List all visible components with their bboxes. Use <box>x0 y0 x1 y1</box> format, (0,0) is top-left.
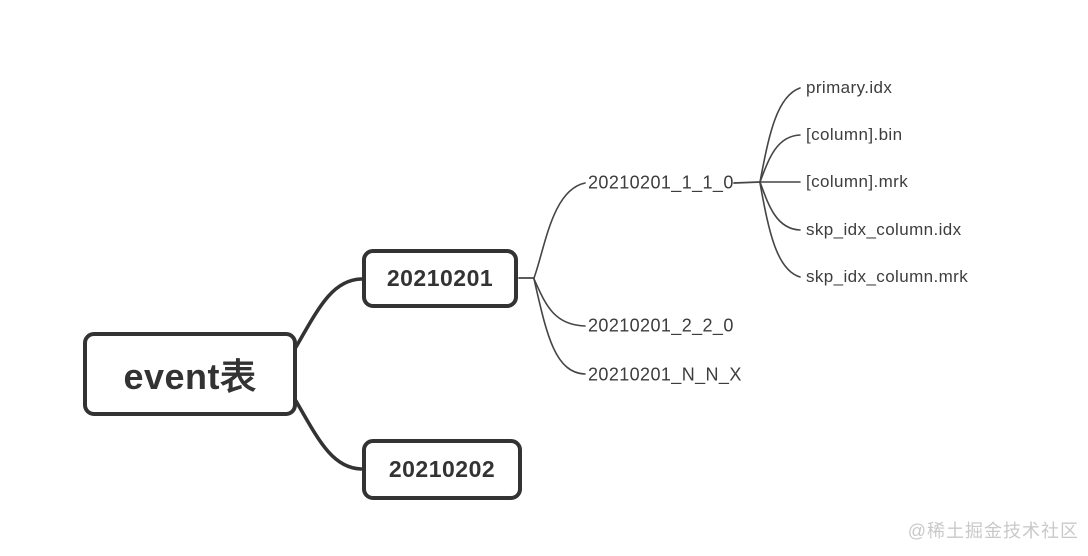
node-file-column-bin[interactable]: [column].bin <box>806 125 903 144</box>
edge-part-to-skp-idx <box>759 181 801 231</box>
node-partition-20210202-label: 20210202 <box>388 456 496 482</box>
node-file-skp-idx-column-mrk[interactable]: skp_idx_column.mrk <box>806 267 969 286</box>
node-part-20210201-1-1-0[interactable]: 20210201_1_1_0 <box>588 172 734 193</box>
node-event-table-label: event表 <box>123 356 257 397</box>
edge-20210201-to-part-n-n-x <box>533 278 586 375</box>
node-file-column-mrk[interactable]: [column].mrk <box>806 172 909 191</box>
edge-part-stub <box>733 181 761 184</box>
edge-root-to-20210201 <box>294 277 363 349</box>
node-file-primary-idx[interactable]: primary.idx <box>806 78 893 97</box>
node-part-20210201-n-n-x[interactable]: 20210201_N_N_X <box>588 364 742 385</box>
edge-root-to-20210202 <box>294 399 363 471</box>
node-file-skp-idx-column-idx[interactable]: skp_idx_column.idx <box>806 220 962 239</box>
edge-20210201-to-part-2-2-0 <box>533 278 586 327</box>
edge-part-to-skp-mrk <box>759 182 801 278</box>
watermark: @稀土掘金技术社区 <box>907 521 1079 541</box>
edge-20210201-to-part-1-1-0 <box>533 182 586 279</box>
node-partition-20210202[interactable]: 20210202 <box>362 439 522 500</box>
edge-part-to-primary-idx <box>759 87 801 183</box>
node-event-table[interactable]: event表 <box>83 332 297 416</box>
node-partition-20210201-label: 20210201 <box>386 265 494 291</box>
node-partition-20210201[interactable]: 20210201 <box>362 249 518 308</box>
edge-part-to-column-bin <box>759 134 801 183</box>
node-part-20210201-2-2-0[interactable]: 20210201_2_2_0 <box>588 315 734 336</box>
